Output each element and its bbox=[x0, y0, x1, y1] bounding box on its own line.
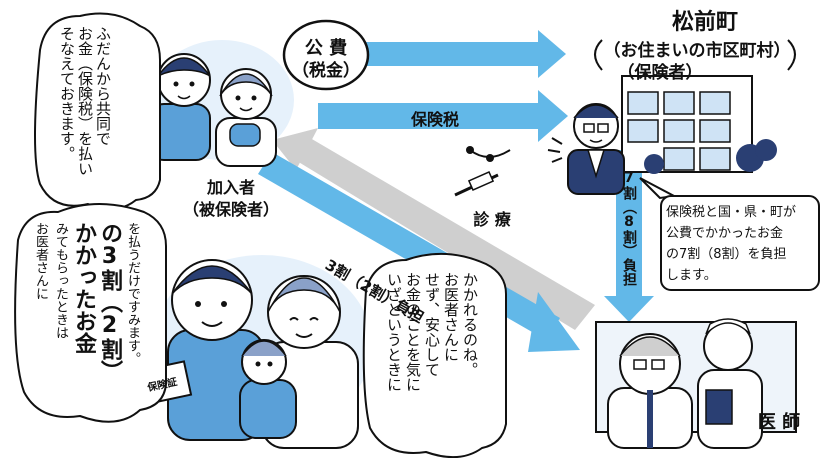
family-right-speech: かかれるのね。 お医者さんに せず、安心して お金のことを気に いざというときに bbox=[384, 272, 479, 442]
member-sublabel: （被保険者） bbox=[182, 200, 279, 219]
examination-label: 診 療 bbox=[473, 210, 511, 229]
family-right-line-4: お医者さんに bbox=[442, 272, 460, 362]
member-speech-line-2: お金（保険税）を払い bbox=[76, 26, 94, 176]
family-left-line-5: を払うだけですみます。 bbox=[125, 222, 140, 365]
arrow-insurance-tax bbox=[318, 90, 568, 142]
family-right-line-5: かかれるのね。 bbox=[461, 272, 479, 377]
town-share-note-box bbox=[639, 177, 820, 291]
speech-bubble-member bbox=[34, 12, 161, 211]
family-left-line-1: お医者さんに bbox=[33, 222, 48, 300]
public-funds-label: 公 費 bbox=[304, 38, 348, 59]
medical-instruments-icon bbox=[454, 146, 511, 197]
member-label: 加入者 bbox=[206, 178, 255, 197]
family-left-speech: を払うだけですみます。 の3割（2割） かかったお金 みてもらったときは お医者… bbox=[30, 222, 142, 412]
town-share-note-line-2: 公費でかかったお金 bbox=[666, 226, 784, 241]
municipality-role: （保険者） bbox=[617, 63, 703, 83]
municipality-subtitle: （お住まいの市区町村） bbox=[603, 41, 791, 61]
municipality-title: 松前町 bbox=[671, 10, 738, 35]
family-left-line-3: かかったお金 bbox=[71, 222, 96, 354]
town-official-figure bbox=[547, 103, 625, 195]
town-hall-building bbox=[621, 75, 777, 174]
family-left-line-4: の3割（2割） bbox=[97, 222, 122, 382]
town-share-note: 保険税と国・県・町が 公費でかかったお金 の7割（8割）を負担 します。 bbox=[666, 202, 816, 286]
speech-bubble-family-right bbox=[362, 252, 507, 458]
member-speech: ふだんから共同で お金（保険税）を払い そなえておきます。 bbox=[58, 26, 112, 196]
public-funds-sublabel: （税金） bbox=[292, 61, 360, 81]
family-right-line-1: いざというときに bbox=[385, 272, 403, 392]
town-share-note-line-3: の7割（8割）を負担 bbox=[666, 247, 787, 262]
family-left-line-2: みてもらったときは bbox=[53, 222, 68, 339]
town-share-label: 7割（8割）負担 bbox=[621, 170, 637, 286]
town-share-note-line-4: します。 bbox=[666, 268, 717, 283]
family-right-line-2: お金のことを気に bbox=[404, 272, 422, 392]
family-right-line-3: せず、安心して bbox=[423, 272, 441, 377]
doctor-nurse-figure bbox=[595, 318, 797, 449]
member-speech-line-1: ふだんから共同で bbox=[94, 26, 112, 146]
insurance-tax-label: 保険税 bbox=[410, 110, 459, 129]
speech-bubble-family-left bbox=[14, 203, 167, 423]
member-speech-line-3: そなえておきます。 bbox=[58, 26, 76, 161]
town-share-note-line-1: 保険税と国・県・町が bbox=[666, 205, 797, 220]
paren-right bbox=[787, 39, 796, 71]
family-figure bbox=[135, 259, 359, 449]
doctor-label: 医 師 bbox=[757, 412, 801, 433]
public-funds-circle bbox=[282, 19, 370, 91]
member-couple-figure bbox=[149, 53, 277, 167]
arrow-medical-care bbox=[272, 128, 595, 330]
paren-left bbox=[594, 39, 603, 71]
